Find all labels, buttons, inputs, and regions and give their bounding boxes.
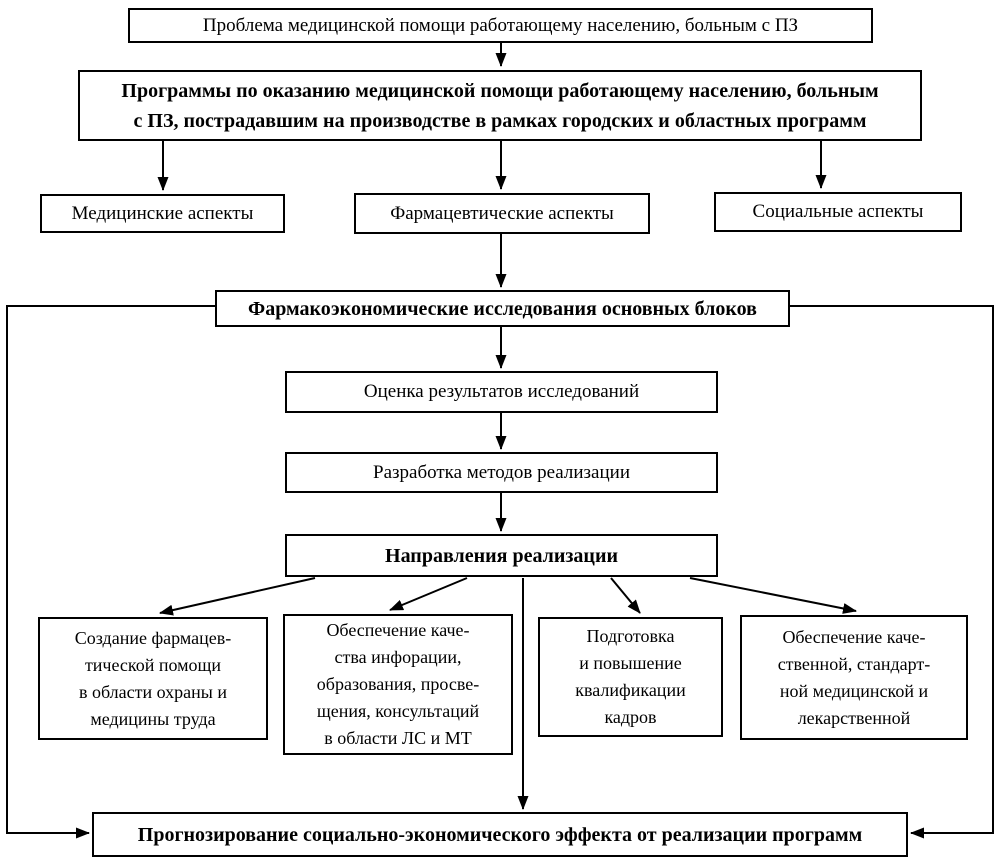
node-social-aspects: Социальные аспекты [714,192,962,232]
node-pharmacoeconomic-label: Фармакоэкономические исследования основн… [248,297,757,320]
node-forecast: Прогнозирование социально-экономического… [92,812,908,857]
node-direction2: Обеспечение каче- ства инфорации, образо… [283,614,513,755]
node-programs-label: Программы по оказанию медицинской помощи… [121,79,879,132]
node-methods: Разработка методов реализации [285,452,718,493]
node-problem: Проблема медицинской помощи работающему … [128,8,873,43]
arrow-directions-to-direction4 [689,577,857,614]
node-direction4-label: Обеспечение каче- ственной, стандарт- но… [777,626,931,728]
node-evaluation-label: Оценка результатов исследований [363,381,640,403]
frame-right-pharmacoeconomic-to-forecast [790,305,994,839]
node-directions-label: Направления реализации [385,544,618,567]
node-pharmacoeconomic: Фармакоэкономические исследования основн… [215,290,790,327]
node-pharmaceutical-aspects: Фармацевтические аспекты [354,193,650,234]
arrow-directions-to-direction1 [159,577,316,616]
node-pharmaceutical-aspects-label: Фармацевтические аспекты [390,202,614,224]
node-forecast-label: Прогнозирование социально-экономического… [137,823,863,846]
node-problem-label: Проблема медицинской помощи работающему … [202,14,799,36]
node-medical-aspects-label: Медицинские аспекты [71,202,254,224]
arrow-directions-to-direction2 [389,577,468,611]
node-evaluation: Оценка результатов исследований [285,371,718,413]
arrow-directions-to-direction3 [610,577,641,614]
node-social-aspects-label: Социальные аспекты [752,201,924,223]
node-direction1: Создание фармацев- тической помощи в обл… [38,617,268,740]
node-methods-label: Разработка методов реализации [373,461,630,483]
node-direction4: Обеспечение каче- ственной, стандарт- но… [740,615,968,740]
node-programs: Программы по оказанию медицинской помощи… [78,70,922,141]
node-direction2-label: Обеспечение каче- ства инфорации, образо… [316,620,480,748]
frame-left-pharmacoeconomic-to-forecast [6,305,215,839]
node-direction1-label: Создание фармацев- тической помощи в обл… [74,627,232,729]
node-medical-aspects: Медицинские аспекты [40,194,285,233]
node-direction3: Подготовка и повышение квалификации кадр… [538,617,723,737]
node-direction3-label: Подготовка и повышение квалификации кадр… [575,626,686,727]
node-directions: Направления реализации [285,534,718,577]
